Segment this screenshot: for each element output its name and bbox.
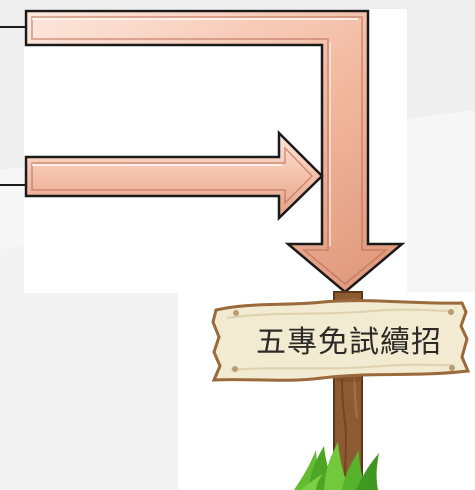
connector-line-top bbox=[0, 26, 25, 28]
connector-line-middle bbox=[0, 184, 25, 186]
sign-text: 五專免試續招 bbox=[256, 325, 442, 360]
sign-board bbox=[211, 299, 471, 382]
white-panel-top bbox=[24, 9, 407, 293]
wooden-signpost-icon bbox=[211, 291, 471, 490]
grass-icon bbox=[294, 442, 379, 490]
